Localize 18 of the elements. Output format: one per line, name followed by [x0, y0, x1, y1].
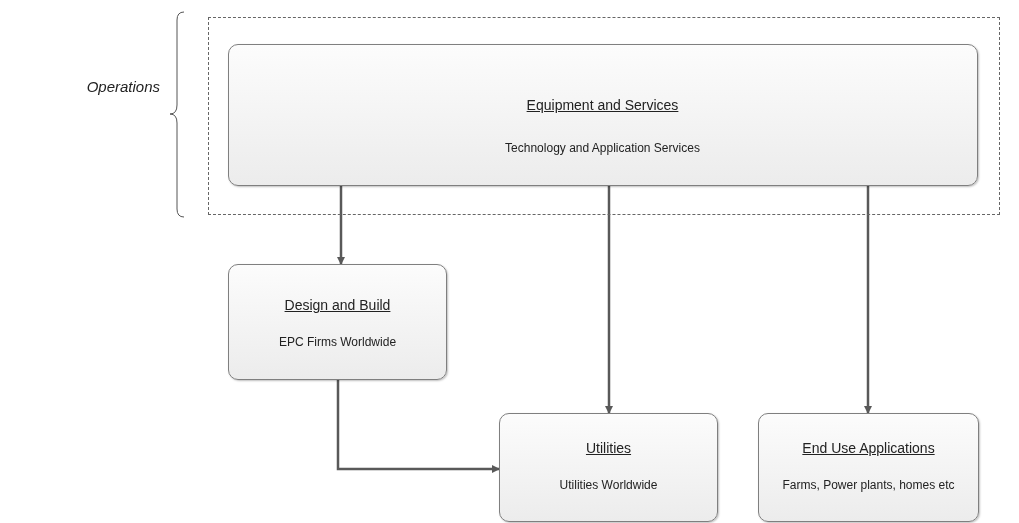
box-heading: Equipment and Services	[526, 96, 679, 113]
box-heading: Utilities	[585, 440, 632, 456]
arrow	[337, 186, 345, 265]
group-label: Operations	[86, 78, 160, 95]
arrow	[864, 186, 872, 414]
box-description: Technology and Application Services	[505, 140, 700, 155]
arrow	[605, 186, 613, 414]
process-box	[758, 413, 979, 522]
box-description: Farms, Power plants, homes etc	[782, 478, 955, 492]
box-heading: End Use Applications	[802, 440, 935, 456]
dashed-group-box	[208, 17, 1000, 215]
box-description: Utilities Worldwide	[559, 478, 658, 492]
process-box	[228, 264, 447, 380]
process-box	[227, 43, 978, 186]
box-description: EPC Firms Worldwide	[278, 335, 397, 349]
arrow	[336, 380, 500, 473]
box-heading: Design and Build	[284, 297, 391, 313]
process-box	[499, 413, 718, 522]
